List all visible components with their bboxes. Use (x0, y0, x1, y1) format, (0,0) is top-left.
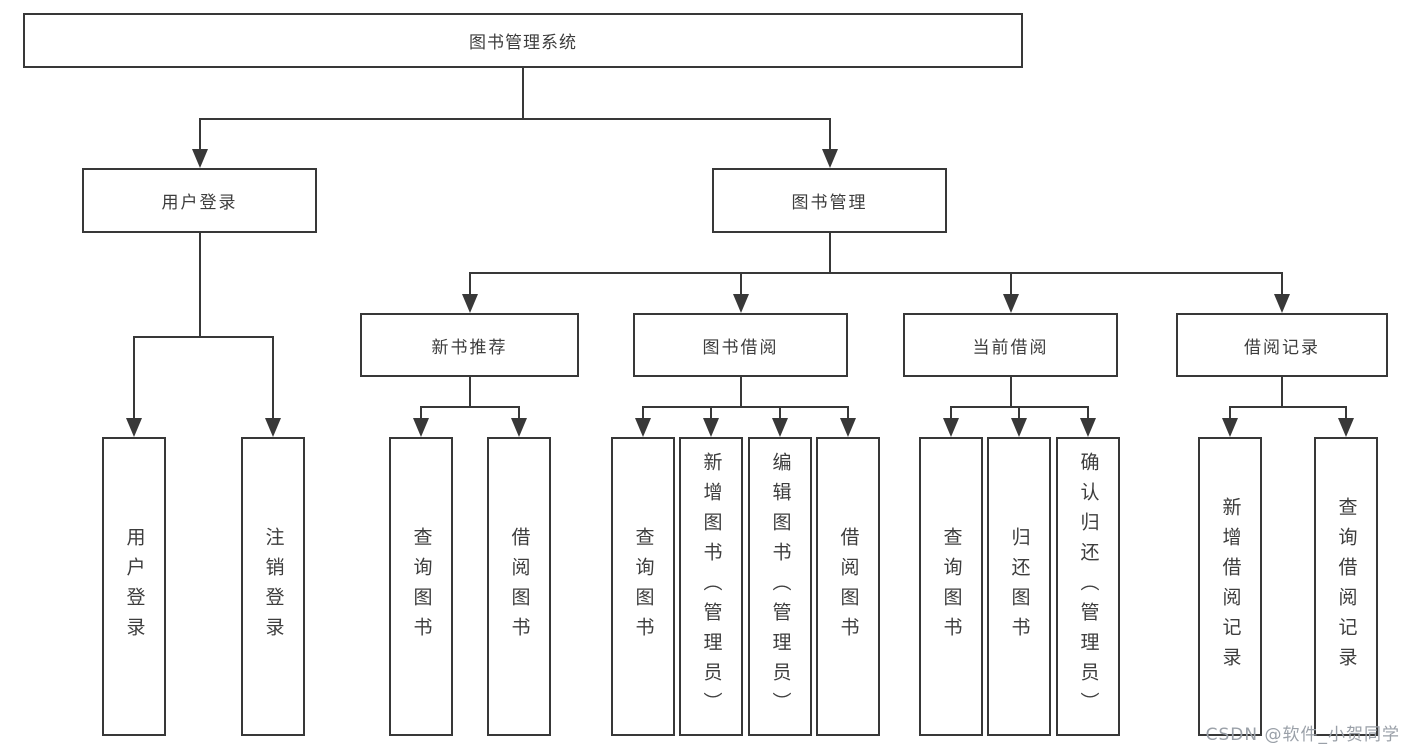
arrow-down-icon (772, 418, 788, 437)
connector-line (642, 406, 644, 420)
connector-line (828, 118, 831, 151)
node-label-leaf-borrow-book-2: 借阅图书 (837, 526, 860, 647)
connector-line (1345, 406, 1347, 420)
connector-line (1281, 377, 1283, 408)
connector-line (1229, 406, 1231, 420)
node-user-login: 用户登录 (82, 168, 317, 233)
connector-line (1009, 272, 1012, 296)
arrow-down-icon (126, 418, 142, 437)
node-book-management: 图书管理 (712, 168, 947, 233)
node-book-borrowing: 图书借阅 (633, 313, 848, 377)
arrow-down-icon (1338, 418, 1354, 437)
node-label-new-book-recommend: 新书推荐 (431, 337, 508, 358)
watermark: CSDN @软件_小贺同学 (1205, 725, 1400, 745)
node-label-book-management: 图书管理 (791, 193, 868, 213)
arrow-down-icon (635, 418, 651, 437)
node-label-root: 图书管理系统 (469, 33, 577, 53)
connector-line (1009, 377, 1012, 408)
connector-line (710, 406, 712, 420)
connector-line (133, 336, 135, 420)
arrow-down-icon (191, 149, 208, 168)
connector-line (1087, 406, 1089, 420)
arrow-down-icon (1002, 294, 1019, 313)
arrow-down-icon (1080, 418, 1096, 437)
connector-line (522, 68, 524, 120)
connector-line (1229, 406, 1347, 408)
node-label-leaf-logout: 注销登录 (262, 526, 285, 647)
node-borrowing-records: 借阅记录 (1176, 313, 1388, 377)
arrow-down-icon (943, 418, 959, 437)
arrow-down-icon (265, 418, 281, 437)
node-label-book-borrowing: 图书借阅 (702, 337, 779, 358)
node-leaf-add-borrow-record: 新增借阅记录 (1198, 437, 1262, 736)
arrow-down-icon (1011, 418, 1027, 437)
node-leaf-borrow-book-2: 借阅图书 (816, 437, 880, 736)
node-label-leaf-query-book-1: 查询图书 (410, 526, 433, 647)
connector-line (739, 377, 742, 408)
node-leaf-query-book-3: 查询图书 (919, 437, 983, 736)
arrow-down-icon (703, 418, 719, 437)
connector-line (1018, 406, 1020, 420)
node-label-leaf-query-book-2: 查询图书 (632, 526, 655, 647)
connector-line (198, 118, 831, 120)
node-leaf-logout: 注销登录 (241, 437, 305, 736)
connector-line (779, 406, 781, 420)
node-leaf-edit-book: 编辑图书（管理员） (748, 437, 812, 736)
connector-line (642, 406, 849, 408)
node-label-user-login: 用户登录 (161, 193, 238, 213)
arrow-down-icon (1274, 294, 1290, 313)
node-label-leaf-add-book: 新增图书（管理员） (700, 451, 723, 722)
node-leaf-query-book-2: 查询图书 (611, 437, 675, 736)
arrow-down-icon (511, 418, 527, 437)
arrow-down-icon (413, 418, 429, 437)
connector-line (198, 233, 201, 338)
connector-line (739, 272, 742, 296)
arrow-down-icon (461, 294, 478, 313)
node-label-current-borrowing: 当前借阅 (972, 337, 1049, 358)
node-leaf-add-book: 新增图书（管理员） (679, 437, 743, 736)
node-leaf-query-book-1: 查询图书 (389, 437, 453, 736)
arrow-down-icon (840, 418, 856, 437)
connector-line (468, 377, 471, 408)
node-new-book-recommend: 新书推荐 (360, 313, 579, 377)
node-current-borrowing: 当前借阅 (903, 313, 1118, 377)
connector-line (272, 336, 274, 420)
arrow-down-icon (732, 294, 749, 313)
node-label-leaf-return-book: 归还图书 (1008, 526, 1031, 647)
node-leaf-user-login: 用户登录 (102, 437, 166, 736)
connector-line (950, 406, 952, 420)
connector-line (198, 118, 201, 151)
arrow-down-icon (821, 149, 838, 168)
connector-line (828, 233, 831, 274)
connector-line (847, 406, 849, 420)
connector-line (468, 272, 1283, 274)
connector-line (133, 336, 274, 338)
node-leaf-confirm-return: 确认归还（管理员） (1056, 437, 1120, 736)
node-label-leaf-edit-book: 编辑图书（管理员） (769, 451, 792, 722)
node-leaf-return-book: 归还图书 (987, 437, 1051, 736)
connector-line (420, 406, 422, 420)
node-label-leaf-query-book-3: 查询图书 (940, 526, 963, 647)
node-root: 图书管理系统 (23, 13, 1023, 68)
node-leaf-query-borrow-record: 查询借阅记录 (1314, 437, 1378, 736)
connector-line (468, 272, 471, 296)
connector-line (420, 406, 520, 408)
node-label-borrowing-records: 借阅记录 (1244, 337, 1320, 358)
connector-line (518, 406, 520, 420)
node-label-leaf-add-borrow-record: 新增借阅记录 (1219, 496, 1242, 677)
node-label-leaf-confirm-return: 确认归还（管理员） (1077, 451, 1100, 722)
node-label-leaf-query-borrow-record: 查询借阅记录 (1335, 496, 1358, 677)
connector-line (1281, 272, 1283, 296)
node-leaf-borrow-book-1: 借阅图书 (487, 437, 551, 736)
arrow-down-icon (1222, 418, 1238, 437)
node-label-leaf-user-login: 用户登录 (123, 526, 146, 647)
node-label-leaf-borrow-book-1: 借阅图书 (508, 526, 531, 647)
